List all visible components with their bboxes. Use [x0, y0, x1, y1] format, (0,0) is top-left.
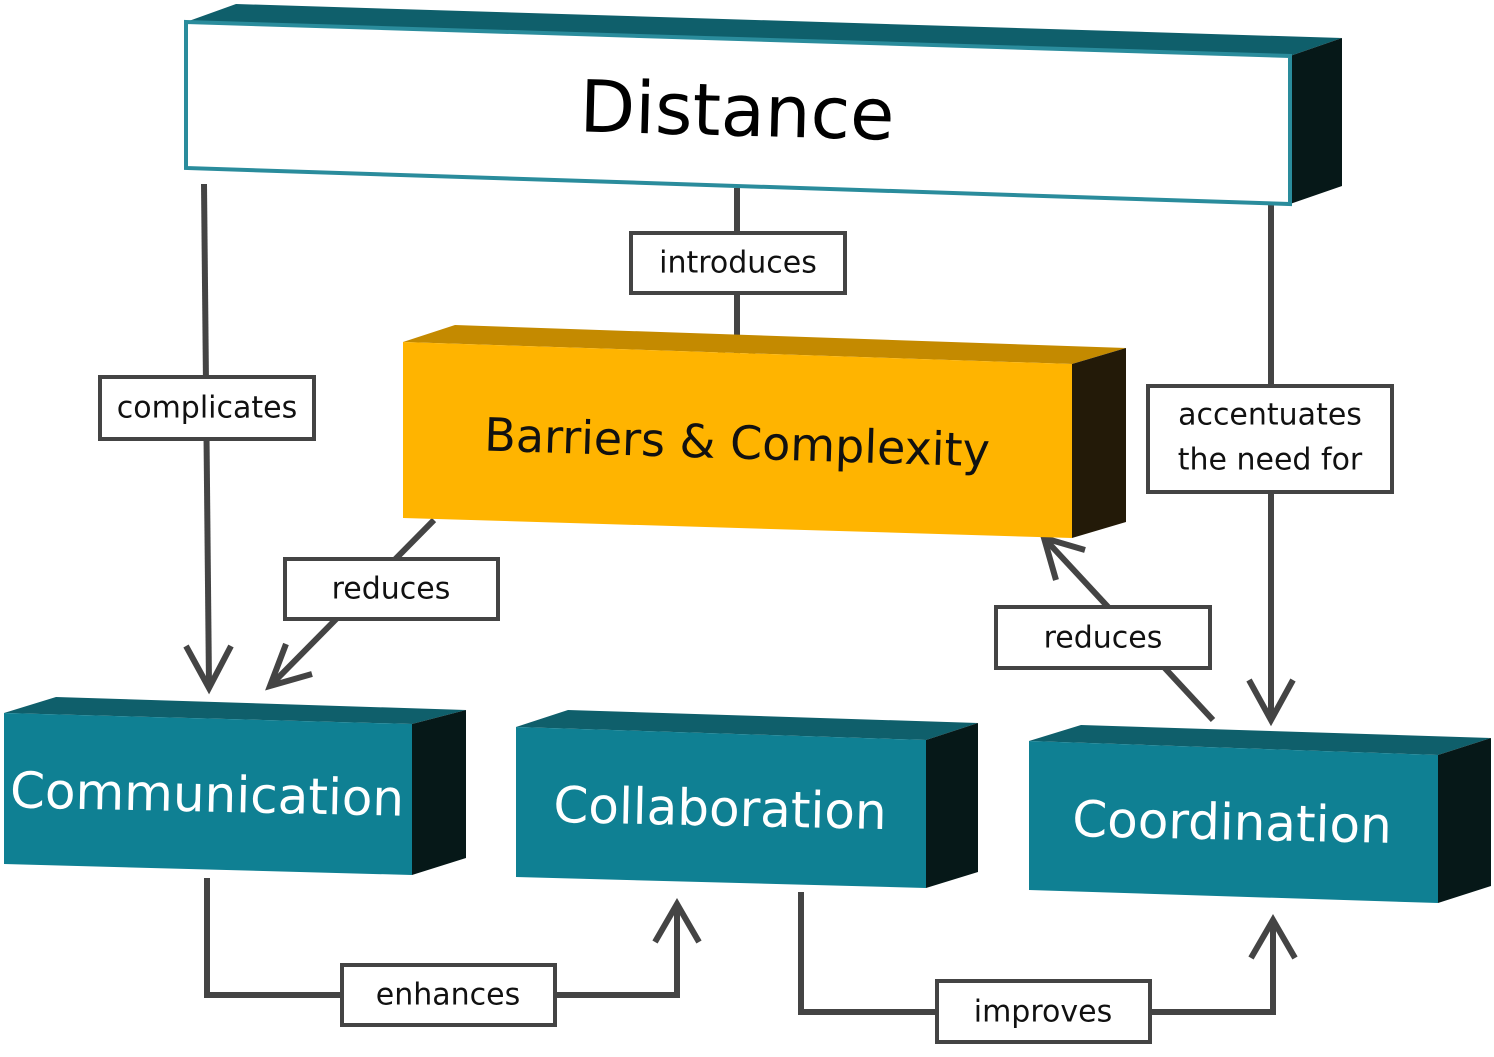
node-coordination-side: [1438, 738, 1491, 903]
node-coordination-front: [1029, 741, 1438, 903]
node-communication-side: [412, 710, 466, 875]
node-distance-side: [1290, 38, 1342, 204]
node-distance-top: [186, 4, 1342, 56]
label-reduces-right-text: reduces: [1044, 621, 1163, 656]
edge-reduces-right-arrowhead: [1039, 533, 1086, 581]
label-introduces-text: introduces: [659, 246, 817, 281]
node-collaboration: Collaboration: [516, 710, 978, 888]
label-complicates: complicates: [98, 375, 316, 441]
label-accentuates-line1: accentuates: [1178, 398, 1362, 433]
node-communication-top: [4, 697, 466, 724]
edge-reduces-left-arrowhead: [265, 642, 313, 691]
node-communication-label: Communication: [9, 761, 404, 827]
edge-complicates-arrowhead: [183, 644, 234, 695]
node-barriers-top: [403, 325, 1126, 364]
edge-labels: introduces complicates accentuates the n…: [98, 231, 1394, 1044]
node-collaboration-top: [516, 710, 978, 740]
label-introduces: introduces: [629, 231, 847, 295]
node-distance: Distance: [184, 4, 1342, 207]
node-coordination-top: [1029, 725, 1491, 755]
edge-improves-arrowhead: [1248, 914, 1298, 960]
edge-enhances-arrowhead: [652, 898, 702, 944]
node-distance-label: Distance: [579, 64, 896, 156]
edge-accentuates-arrowhead: [1246, 678, 1296, 727]
node-barriers-front: [403, 342, 1072, 538]
node-collaboration-label: Collaboration: [553, 776, 887, 841]
node-collaboration-front: [516, 727, 926, 888]
node-collaboration-side: [926, 723, 978, 888]
label-accentuates: accentuates the need for: [1146, 384, 1394, 494]
node-coordination-label: Coordination: [1072, 790, 1393, 855]
label-improves: improves: [935, 979, 1152, 1044]
label-enhances: enhances: [340, 963, 557, 1027]
label-reduces-left: reduces: [283, 557, 500, 621]
label-enhances-text: enhances: [376, 978, 520, 1013]
node-barriers-side: [1072, 348, 1126, 538]
label-accentuates-line2: the need for: [1178, 443, 1363, 478]
label-reduces-right: reduces: [994, 605, 1212, 670]
node-barriers: Barriers & Complexity: [403, 325, 1126, 538]
node-coordination: Coordination: [1029, 725, 1491, 903]
node-communication-front: [4, 713, 412, 875]
node-distance-front: [184, 19, 1292, 207]
node-communication: Communication: [4, 697, 466, 875]
label-complicates-text: complicates: [117, 391, 298, 426]
label-improves-text: improves: [974, 995, 1112, 1030]
label-reduces-left-text: reduces: [332, 572, 451, 607]
